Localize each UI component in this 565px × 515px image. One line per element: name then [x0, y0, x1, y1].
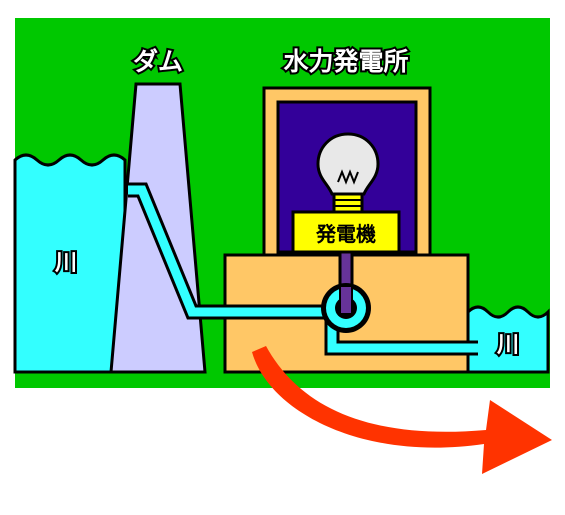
river-left-label: 川 [54, 251, 77, 276]
turbine-icon [321, 283, 371, 333]
dam-label: ダム [133, 47, 183, 76]
right-river [466, 305, 550, 374]
generator-box [291, 210, 401, 254]
river-right-label: 川 [496, 333, 519, 358]
arrow-icon [252, 346, 552, 474]
penstock-pipe [128, 182, 478, 356]
generator-label: 発電機 [315, 222, 376, 246]
light-bulb-icon [316, 132, 380, 214]
left-river [13, 153, 127, 374]
power-plant-label: 水力発電所 [283, 47, 408, 76]
